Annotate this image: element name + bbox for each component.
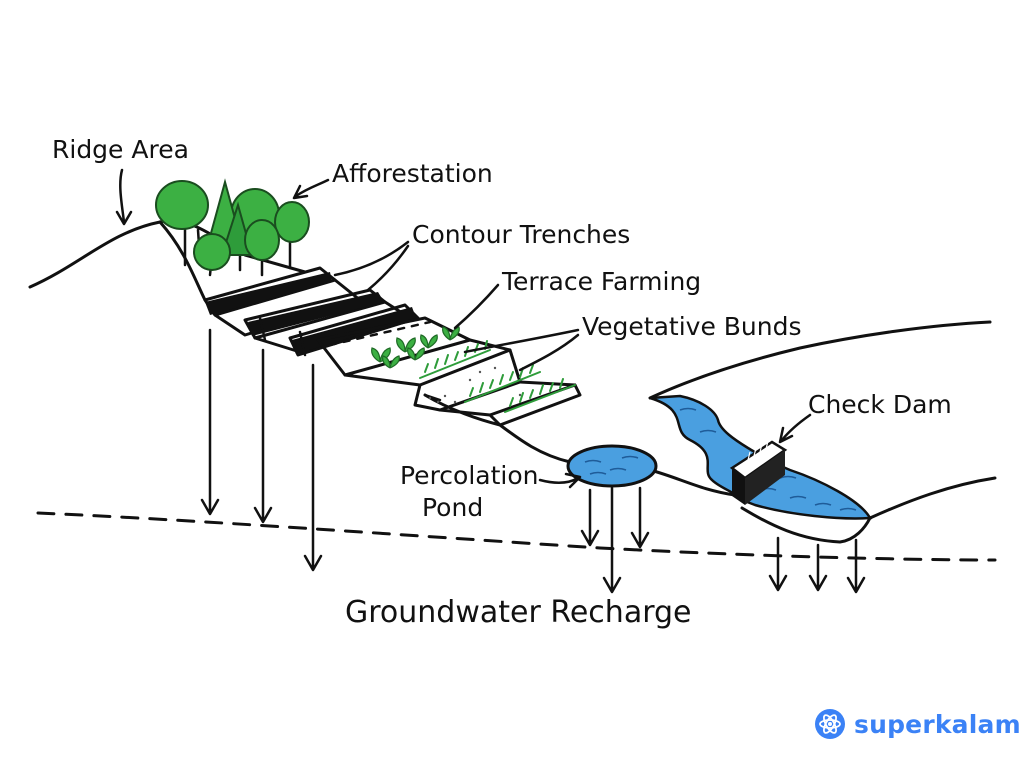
recharge-arrows: [200, 328, 866, 594]
label-check-dam: Check Dam: [808, 390, 952, 419]
arrow-down-icon: [768, 536, 788, 592]
terraces: [316, 316, 582, 427]
arrow-down-icon: [808, 543, 828, 592]
valley-floor-left: [648, 468, 737, 497]
label-vegetative-bunds: Vegetative Bunds: [582, 312, 802, 341]
label-percolation: Percolation: [400, 461, 539, 490]
label-afforestation: Afforestation: [332, 159, 493, 188]
percolation-pond: [566, 444, 658, 488]
label-ridge-area: Ridge Area: [52, 135, 189, 164]
pointer-ridge: [115, 168, 133, 226]
arrow-down-icon: [846, 538, 866, 594]
arrow-down-icon: [200, 328, 220, 516]
pointer-pond: [538, 472, 582, 489]
label-contour-trenches: Contour Trenches: [412, 220, 630, 249]
pointer-check-dam: [778, 413, 812, 444]
arrow-down-icon: [602, 486, 622, 594]
far-hill: [648, 320, 992, 400]
trees: [155, 178, 310, 277]
arrow-down-icon: [253, 348, 273, 524]
river-bed: [740, 506, 872, 544]
arrow-down-icon: [303, 363, 323, 572]
ridge-slope: [158, 220, 207, 302]
crop-sprouts: [371, 326, 460, 369]
pointer-trench-2: [366, 244, 410, 292]
labels: Ridge Area Afforestation Contour Trenche…: [52, 135, 952, 630]
lower-slope: [423, 393, 572, 464]
label-terrace-farming: Terrace Farming: [501, 267, 701, 296]
brand-logo: superkalam: [814, 708, 1021, 740]
arrow-down-icon: [630, 486, 650, 549]
pointer-bunds-2: [518, 333, 580, 372]
label-pond: Pond: [422, 493, 483, 522]
arrow-down-icon: [580, 488, 600, 547]
pointer-bunds-1: [463, 328, 580, 354]
pointer-afforestation: [292, 178, 330, 200]
right-bank: [868, 476, 997, 520]
atom-logo-icon: [815, 709, 845, 739]
brand-name: superkalam: [854, 709, 1021, 739]
label-pointers: [115, 168, 812, 489]
check-dam: [729, 440, 788, 505]
contour-trenches: [203, 266, 420, 357]
pointer-terrace: [453, 283, 500, 330]
pointer-trench-1: [333, 240, 410, 277]
groundwater-level-line: [36, 511, 997, 562]
label-groundwater-recharge: Groundwater Recharge: [345, 595, 692, 630]
